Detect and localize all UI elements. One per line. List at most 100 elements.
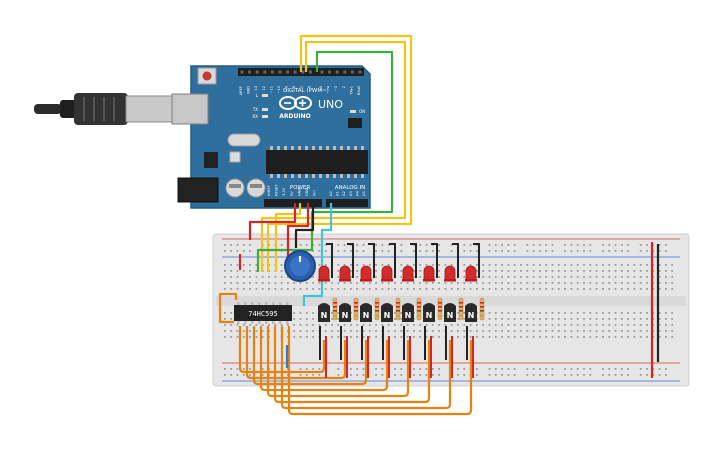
transistor: N	[339, 303, 351, 322]
microcontroller-chip	[266, 150, 368, 174]
digital-pin-label: GND	[247, 86, 251, 94]
orange-wire	[245, 326, 347, 380]
power-header	[264, 199, 322, 207]
led-cathode-wire	[368, 243, 375, 278]
digital-pin-label: ~9	[285, 85, 289, 91]
svg-text:TX: TX	[252, 107, 258, 112]
power-pin-label: 3.3V	[282, 187, 286, 196]
led-cathode-wire	[326, 243, 333, 278]
cyan-wire	[302, 203, 333, 306]
transistor-marking: N	[405, 311, 412, 320]
power-pin-label: RESET	[275, 184, 279, 196]
wire-5v	[274, 203, 302, 272]
analog-header	[326, 199, 368, 207]
potentiometer[interactable]	[284, 250, 316, 282]
transistor-marking: N	[468, 311, 475, 320]
led-cathode-wire	[389, 243, 396, 278]
resistor	[458, 297, 464, 321]
analog-header-label: ANALOG IN	[335, 185, 366, 191]
led	[381, 265, 393, 282]
brand-label: ARDUINO	[279, 113, 310, 120]
orange-wire	[266, 326, 410, 398]
arduino-logo	[279, 96, 312, 110]
analog-pin-label: A5	[362, 191, 366, 196]
resistor	[479, 297, 485, 321]
digital-pin-label: 12	[262, 86, 266, 91]
shift-register-chip: 74HC595	[234, 302, 292, 324]
led-wire-group	[319, 243, 480, 378]
transistor-marking: N	[363, 311, 370, 320]
svg-text:L: L	[256, 93, 259, 98]
digital-pin-label: ~11	[269, 86, 273, 94]
led	[339, 265, 351, 282]
orange-wire-group	[218, 292, 473, 416]
orange-wire	[218, 292, 238, 324]
led	[444, 265, 456, 282]
led-cathode-wire	[347, 243, 354, 278]
power-wires	[238, 203, 660, 378]
transistor-marking: N	[447, 311, 454, 320]
led	[423, 265, 435, 282]
usb-jack	[171, 93, 209, 125]
shift-register-label: 74HC595	[248, 310, 278, 318]
svg-text:ON: ON	[359, 109, 365, 114]
power-jack	[177, 177, 219, 203]
transistor: N	[423, 303, 435, 322]
digital-header-label: DIGITAL (PWM~)	[283, 88, 329, 94]
transistor-marking: N	[384, 311, 391, 320]
resistor	[353, 297, 359, 321]
transistor: N	[402, 303, 414, 322]
digital-pin-label: ~6	[307, 85, 311, 91]
digital-pin-label: ~10	[277, 85, 281, 93]
green-wire-group	[256, 50, 394, 272]
orange-wire	[252, 326, 368, 386]
crystal	[227, 133, 261, 147]
led	[318, 265, 330, 282]
led-cathode-wire	[431, 243, 438, 278]
led-cathode-wire	[473, 243, 480, 278]
orange-wire	[259, 326, 389, 392]
transistor-marking: N	[426, 311, 433, 320]
orange-wire	[280, 326, 452, 410]
resistor	[395, 297, 401, 321]
digital-pin-label: AREF	[239, 86, 243, 95]
orange-wire	[273, 326, 431, 404]
transistor: N	[318, 303, 330, 322]
transistor: N	[444, 303, 456, 322]
digital-pin-label: ~5	[319, 86, 323, 91]
resistor	[374, 297, 380, 321]
transistor-marking: N	[342, 311, 349, 320]
resistor	[332, 297, 338, 321]
digital-pin-label: TX▸1	[349, 86, 353, 96]
analog-pin-label: A4	[355, 191, 359, 196]
model-label: UNO	[318, 98, 343, 111]
onboard-leds: L TX RX ON	[252, 93, 365, 119]
digital-pin-label: 4	[327, 85, 331, 88]
power-pin-label: IOREF	[267, 185, 271, 196]
analog-pin-label: A1	[336, 191, 340, 196]
resistor	[416, 297, 422, 321]
resistor	[437, 297, 443, 321]
icsp-header	[348, 118, 362, 128]
digital-pin-label: 8	[292, 85, 296, 88]
transistor: N	[360, 303, 372, 322]
regulator	[204, 152, 218, 168]
led	[465, 265, 477, 282]
digital-pin-label: 13	[254, 86, 258, 91]
svg-text:RX: RX	[252, 114, 258, 119]
power-pin-label: Vin	[313, 190, 317, 196]
analog-pin-label: A2	[342, 191, 346, 196]
yellow-wire-group	[260, 34, 413, 272]
transistor: N	[381, 303, 393, 322]
led-cathode-wire	[410, 243, 417, 278]
digital-pin-label: 7	[300, 86, 304, 88]
digital-pin-label: ~3	[334, 86, 338, 91]
led-row	[318, 265, 477, 282]
digital-pin-label: RX◂0	[357, 85, 361, 95]
transistor-marking: N	[321, 311, 328, 320]
power-pin-label: GND	[297, 188, 301, 196]
led	[402, 265, 414, 282]
